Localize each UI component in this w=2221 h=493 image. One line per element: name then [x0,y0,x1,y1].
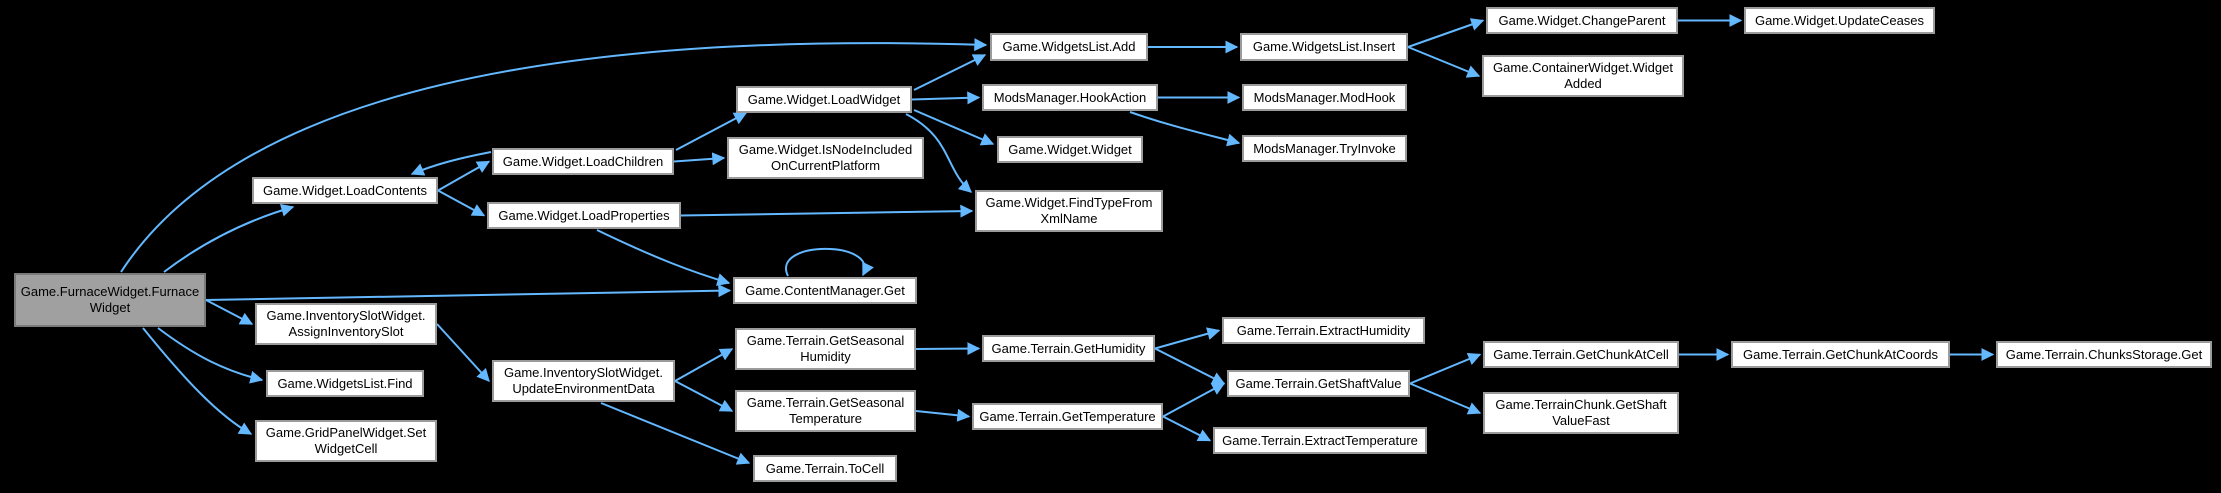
edge-get-humidity-get-shaft-value [1154,347,1226,385]
node-change-parent[interactable]: Game.Widget.ChangeParent [1486,7,1678,34]
edge-furnace-widget-assign-slot [205,299,254,325]
node-content-get[interactable]: Game.ContentManager.Get [733,277,917,304]
edge-update-env-get-seasonal-temp [674,380,734,412]
node-widgets-find[interactable]: Game.WidgetsList.Find [266,370,424,397]
node-get-shaft-fast[interactable]: Game.TerrainChunk.GetShaft ValueFast [1483,392,1679,434]
edge-furnace-widget-content-get [205,284,732,301]
node-hook-action[interactable]: ModsManager.HookAction [982,84,1158,111]
node-load-children[interactable]: Game.Widget.LoadChildren [492,148,674,175]
node-get-chunk-at-coords[interactable]: Game.Terrain.GetChunkAtCoords [1731,341,1950,368]
edge-load-children-load-contents [410,151,492,176]
node-update-ceases[interactable]: Game.Widget.UpdateCeases [1744,7,1935,34]
edge-load-widget-hook-action [911,91,981,105]
node-set-widget-cell[interactable]: Game.GridPanelWidget.Set WidgetCell [255,420,437,462]
node-extract-temp[interactable]: Game.Terrain.ExtractTemperature [1213,427,1427,454]
edge-assign-slot-update-env [436,323,490,382]
edge-load-contents-load-properties [437,189,486,217]
node-widgets-add[interactable]: Game.WidgetsList.Add [990,33,1148,61]
edge-load-widget-widgets-add [913,54,987,91]
edge-get-shaft-value-get-shaft-fast [1409,382,1482,415]
edge-widgets-insert-widget-added [1407,46,1481,78]
node-get-seasonal-temp[interactable]: Game.Terrain.GetSeasonal Temperature [735,390,916,432]
edge-update-env-to-cell [600,402,751,465]
edge-get-humidity-extract-humidity [1154,327,1221,350]
edge-load-children-is-node-included [673,152,726,166]
edge-load-widget-widget-widget [913,109,995,146]
edge-furnace-widget-widgets-add [120,38,988,273]
node-mod-hook[interactable]: ModsManager.ModHook [1242,84,1407,111]
node-furnace-widget[interactable]: Game.FurnaceWidget.Furnace Widget [14,273,206,327]
node-widget-added[interactable]: Game.ContainerWidget.Widget Added [1482,55,1684,97]
node-extract-humidity[interactable]: Game.Terrain.ExtractHumidity [1222,317,1425,344]
node-get-shaft-value[interactable]: Game.Terrain.GetShaftValue [1227,370,1410,397]
node-assign-slot[interactable]: Game.InventorySlotWidget. AssignInventor… [255,303,437,345]
node-widgets-insert[interactable]: Game.WidgetsList.Insert [1240,33,1408,61]
node-get-seasonal-humidity[interactable]: Game.Terrain.GetSeasonal Humidity [735,328,916,370]
edge-get-shaft-value-get-chunk-at-cell [1409,352,1482,385]
edge-furnace-widget-load-contents [163,204,295,273]
node-load-contents[interactable]: Game.Widget.LoadContents [252,177,438,204]
edge-update-env-get-seasonal-humidity [674,348,734,382]
node-find-type[interactable]: Game.Widget.FindTypeFrom XmlName [975,190,1163,232]
edge-load-properties-find-type [680,204,974,218]
node-load-properties[interactable]: Game.Widget.LoadProperties [487,202,681,229]
edge-load-properties-content-get [596,229,731,286]
node-to-cell[interactable]: Game.Terrain.ToCell [753,455,897,482]
edge-load-widget-find-type [905,113,972,193]
edge-get-seasonal-humidity-get-humidity [915,342,981,356]
node-try-invoke[interactable]: ModsManager.TryInvoke [1242,135,1407,162]
edge-get-temperature-get-shaft-value [1162,382,1226,418]
node-get-chunk-at-cell[interactable]: Game.Terrain.GetChunkAtCell [1483,341,1679,368]
node-chunks-storage-get[interactable]: Game.Terrain.ChunksStorage.Get [1996,341,2212,368]
node-is-node-included[interactable]: Game.Widget.IsNodeIncluded OnCurrentPlat… [727,137,924,179]
edge-hook-action-try-invoke [1129,111,1241,147]
edge-widgets-insert-change-parent [1407,18,1485,48]
node-update-env[interactable]: Game.InventorySlotWidget. UpdateEnvironm… [492,360,675,402]
node-get-temperature[interactable]: Game.Terrain.GetTemperature [972,403,1163,430]
edge-furnace-widget-set-widget-cell [142,327,253,435]
node-get-humidity[interactable]: Game.Terrain.GetHumidity [982,335,1155,362]
node-widget-widget[interactable]: Game.Widget.Widget [997,136,1143,163]
edge-load-children-load-widget [675,112,748,151]
edge-get-temperature-extract-temp [1162,415,1212,442]
edge-furnace-widget-widgets-find [157,327,264,384]
edge-get-seasonal-temp-get-temperature [915,408,971,422]
edge-load-contents-load-children [437,160,491,192]
node-load-widget[interactable]: Game.Widget.LoadWidget [736,86,912,113]
edge-content-get-content-get [785,247,874,277]
